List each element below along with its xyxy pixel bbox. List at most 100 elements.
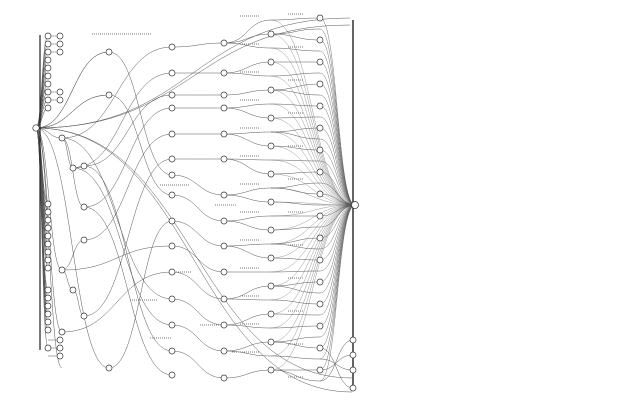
- edge: [61, 46, 173, 139]
- edge: [270, 61, 356, 206]
- edge: [270, 145, 321, 151]
- edge: [270, 171, 321, 175]
- edge: [319, 72, 356, 206]
- edge: [270, 187, 321, 195]
- state-node: [44, 232, 52, 240]
- state-node: [44, 224, 52, 232]
- state-node: [316, 80, 324, 88]
- edge: [270, 75, 356, 206]
- edge: [35, 127, 353, 393]
- state-node: [58, 328, 66, 336]
- edge: [270, 204, 356, 329]
- edge: [223, 103, 272, 109]
- edge: [223, 243, 272, 247]
- state-node: [44, 80, 52, 88]
- state-node: [44, 302, 52, 310]
- state-node: [44, 32, 52, 40]
- state-node: [44, 240, 52, 248]
- state-node: [168, 191, 176, 199]
- edge: [83, 165, 173, 352]
- state-node: [267, 254, 275, 262]
- edge: [270, 131, 321, 140]
- state-node: [105, 48, 113, 56]
- edge: [171, 324, 225, 352]
- state-node: [316, 102, 324, 110]
- state-node: [168, 69, 176, 77]
- edge: [319, 83, 356, 206]
- edge: [270, 187, 356, 206]
- edge: [319, 39, 356, 206]
- state-node: [56, 48, 64, 56]
- state-node: [44, 88, 52, 96]
- edge: [35, 127, 353, 379]
- state-node: [56, 344, 64, 352]
- state-node: [220, 130, 228, 138]
- edge: [223, 313, 272, 326]
- state-node: [44, 286, 52, 294]
- edge: [171, 194, 225, 222]
- edge: [35, 127, 110, 369]
- edge: [83, 206, 173, 376]
- state-node: [80, 312, 88, 320]
- edge: [223, 369, 272, 379]
- edge: [171, 42, 225, 48]
- edge: [223, 158, 272, 175]
- edge: [319, 28, 356, 206]
- edge: [72, 72, 173, 169]
- edge: [270, 19, 356, 206]
- state-node: [105, 364, 113, 372]
- state-node: [168, 295, 176, 303]
- state-node: [168, 104, 176, 112]
- edge: [270, 281, 321, 287]
- edge: [223, 215, 272, 222]
- state-node: [267, 30, 275, 38]
- state-node: [44, 40, 52, 48]
- state-node: [44, 216, 52, 224]
- edge: [319, 204, 356, 382]
- state-node: [56, 96, 64, 104]
- edge: [319, 204, 356, 338]
- state-node: [32, 124, 40, 132]
- edge: [270, 299, 321, 305]
- edge: [319, 138, 356, 206]
- edge: [83, 158, 173, 317]
- edge: [319, 204, 356, 371]
- state-node: [44, 208, 52, 216]
- edge: [35, 17, 351, 129]
- state-node: [316, 322, 324, 330]
- edge: [223, 245, 272, 259]
- state-node: [44, 64, 52, 72]
- edge: [270, 47, 321, 52]
- edge: [270, 182, 321, 189]
- state-node: [56, 336, 64, 344]
- edge: [61, 245, 173, 271]
- edge: [270, 47, 356, 206]
- edge: [223, 72, 272, 77]
- state-node: [168, 268, 176, 276]
- state-node: [349, 336, 357, 344]
- state-node: [44, 48, 52, 56]
- edge: [223, 341, 272, 352]
- state-node: [44, 248, 52, 256]
- state-node: [168, 171, 176, 179]
- edge: [270, 243, 321, 250]
- edge: [83, 94, 173, 167]
- edge: [223, 194, 272, 203]
- state-node: [267, 310, 275, 318]
- state-node: [44, 294, 52, 302]
- state-node: [267, 86, 275, 94]
- edge: [270, 336, 321, 343]
- state-node: [316, 256, 324, 264]
- edge: [223, 298, 272, 301]
- edge: [270, 270, 321, 273]
- state-node: [58, 266, 66, 274]
- state-node: [316, 14, 324, 22]
- edge: [319, 171, 356, 206]
- state-node: [44, 256, 52, 264]
- state-node: [220, 374, 228, 382]
- state-node: [316, 36, 324, 44]
- state-node: [267, 282, 275, 290]
- edge: [270, 204, 356, 357]
- edge: [319, 204, 356, 360]
- edge: [270, 204, 356, 217]
